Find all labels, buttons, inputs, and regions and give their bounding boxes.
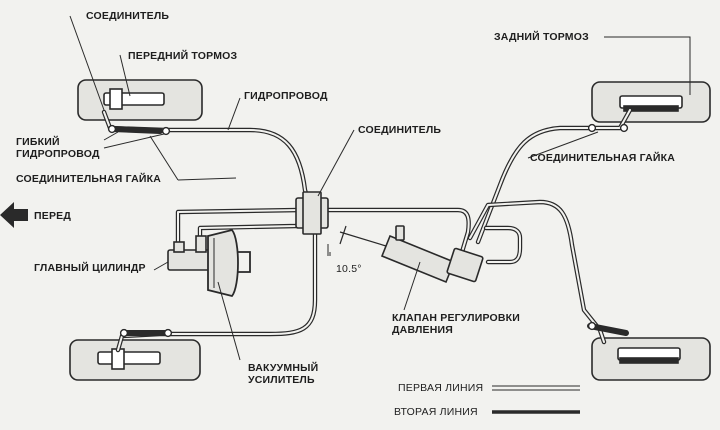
wheel-rear-right [591, 337, 711, 381]
label-master-cylinder: ГЛАВНЫЙ ЦИЛИНДР [34, 262, 146, 274]
label-connector-center: СОЕДИНИТЕЛЬ [358, 124, 442, 136]
label-union-nut-left: СОЕДИНИТЕЛЬНАЯ ГАЙКА [16, 173, 162, 185]
wheel-front-right [69, 339, 201, 381]
pressure-valve [327, 225, 484, 284]
label-forward: ПЕРЕД [34, 210, 72, 222]
center-connector [295, 191, 329, 235]
label-rear-brake: ЗАДНИЙ ТОРМОЗ [494, 31, 589, 43]
arrow-left-icon [0, 202, 28, 228]
label-front-brake: ПЕРЕДНИЙ ТОРМОЗ [128, 50, 238, 62]
wheel-rear-left [591, 81, 711, 123]
label-vacuum-booster: ВАКУУМНЫЙ УСИЛИТЕЛЬ [248, 362, 319, 386]
wheel-front-left [77, 79, 203, 121]
legend-first-line: ПЕРВАЯ ЛИНИЯ [398, 382, 484, 394]
union-nuts [107, 123, 629, 338]
label-flex-hose: ГИБКИЙ ГИДРОПРОВОД [16, 136, 100, 160]
legend-lines [492, 385, 580, 414]
label-connector-top: СОЕДИНИТЕЛЬ [86, 10, 170, 22]
label-pressure-valve: КЛАПАН РЕГУЛИРОВКИ ДАВЛЕНИЯ [392, 312, 521, 336]
label-angle: 10.5° [336, 263, 362, 275]
label-hydro-line: ГИДРОПРОВОД [244, 90, 328, 102]
vacuum-booster [207, 228, 251, 298]
hydraulic-lines [101, 107, 633, 353]
label-union-nut-right: СОЕДИНИТЕЛЬНАЯ ГАЙКА [530, 152, 676, 164]
legend-second-line: ВТОРАЯ ЛИНИЯ [394, 406, 478, 418]
leader-lines [69, 15, 691, 361]
